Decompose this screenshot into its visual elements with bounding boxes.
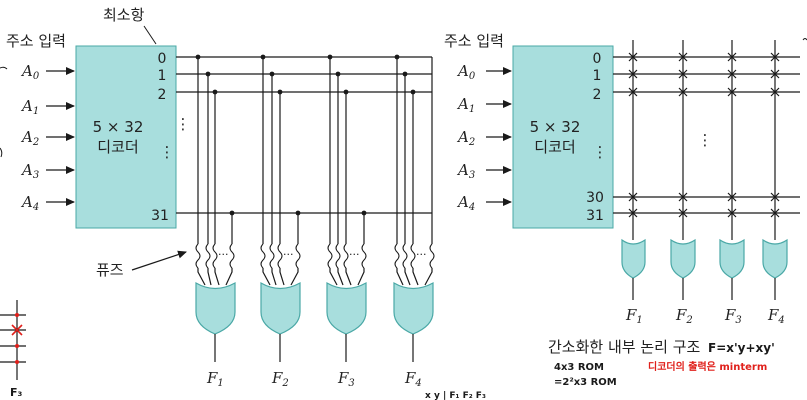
function-labels-right: F1 F2 F3 F4 (625, 306, 785, 326)
note-bottom-table: x y | F₁ F₂ F₃ (425, 391, 486, 400)
f4-label-right: F4 (767, 306, 785, 326)
svg-text:···: ··· (283, 248, 294, 261)
caption-right: 간소화한 내부 논리 구조 (548, 338, 701, 356)
svg-text:···: ··· (416, 248, 427, 261)
input-arrows (46, 67, 75, 206)
input-a0-right: A0 (456, 62, 476, 82)
output-0: 0 (158, 51, 167, 67)
f3-label: F3 (337, 369, 355, 389)
output-0-right: 0 (593, 51, 602, 67)
input-arrows-right (486, 67, 512, 206)
output-1-right: 1 (593, 68, 602, 84)
svg-text:···: ··· (349, 248, 360, 261)
or-gate-right-f4 (762, 238, 788, 279)
input-a3-right: A3 (456, 161, 475, 181)
output-2-right: 2 (593, 87, 602, 103)
input-a2-right: A2 (456, 128, 475, 148)
address-input-label-right: 주소 입력 (444, 32, 504, 50)
or-gate-right-f3 (719, 238, 745, 279)
output-lines-right (613, 56, 800, 214)
note-f3: F₃ (10, 386, 23, 399)
or-gate-right-f2 (670, 238, 696, 279)
decoder-block (75, 45, 177, 229)
f4-label: F4 (404, 369, 422, 389)
decoder-block-right (512, 45, 614, 229)
svg-text:⋮: ⋮ (160, 143, 175, 161)
note-rom2: =2²x3 ROM (554, 377, 617, 388)
decoder-name: 디코더 (97, 138, 138, 156)
handwritten-notes: 4x3 ROM =2²x3 ROM F=x'y+xy' 디코더의 출력은 min… (0, 38, 807, 400)
or-gates-right (621, 238, 788, 279)
or-gate-right-f1 (621, 238, 646, 279)
input-labels: A0 A1 A2 A3 A4 (20, 62, 40, 213)
junction-dots (195, 54, 416, 216)
address-input-label: 주소 입력 (6, 32, 66, 50)
f3-label-right: F3 (724, 306, 742, 326)
input-a2: A2 (20, 128, 39, 148)
right-diagram: 주소 입력 A0 A1 A2 A3 A4 5 × 32 디코더 0 1 2 30… (444, 32, 800, 356)
output-30-right: 30 (586, 190, 604, 206)
note-rom1: 4x3 ROM (554, 362, 604, 373)
input-a1-right: A1 (456, 95, 475, 115)
left-sketch: F₃ (0, 300, 26, 399)
output-31-right: 31 (586, 208, 604, 224)
f2-label-right: F2 (675, 306, 693, 326)
input-labels-right: A0 A1 A2 A3 A4 (456, 62, 476, 213)
fuse-pointer (131, 250, 187, 271)
input-a0: A0 (20, 62, 40, 82)
fuse-label: 퓨즈 (96, 261, 124, 279)
svg-text:⋮: ⋮ (698, 131, 713, 149)
svg-text:⋮: ⋮ (593, 143, 608, 161)
output-2: 2 (158, 87, 167, 103)
svg-text:⋮: ⋮ (176, 115, 191, 133)
decoder-name-right: 디코더 (534, 138, 575, 156)
or-gate-f2 (260, 281, 301, 335)
f2-label: F2 (271, 369, 289, 389)
input-a4-right: A4 (456, 193, 475, 213)
note-formula: F=x'y+xy' (708, 341, 775, 355)
f1-label: F1 (206, 369, 224, 389)
left-diagram: 주소 입력 최소항 A0 A1 A2 A3 A4 5 × 32 디코더 0 1 … (6, 6, 435, 389)
decoder-size-right: 5 × 32 (530, 118, 581, 136)
svg-text:···: ··· (218, 248, 229, 261)
input-a1: A1 (20, 97, 39, 117)
output-lines (176, 56, 432, 214)
or-gates-left (195, 281, 434, 335)
crosspoint-marks (628, 52, 780, 218)
or-gate-f3 (326, 281, 367, 335)
or-gate-f1 (195, 281, 236, 335)
input-a3: A3 (20, 161, 39, 181)
minterm-pointer (143, 25, 157, 45)
f1-label-right: F1 (625, 306, 643, 326)
decoder-size: 5 × 32 (93, 118, 144, 136)
output-31: 31 (151, 208, 169, 224)
minterm-label: 최소항 (103, 6, 145, 24)
or-gate-f4 (393, 281, 434, 335)
vertical-lines (197, 57, 433, 244)
function-labels-left: F1 F2 F3 F4 (206, 369, 422, 389)
output-1: 1 (158, 68, 167, 84)
input-a4: A4 (20, 193, 39, 213)
note-decoder-minterm: 디코더의 출력은 minterm (648, 360, 767, 373)
fuses (195, 243, 435, 269)
